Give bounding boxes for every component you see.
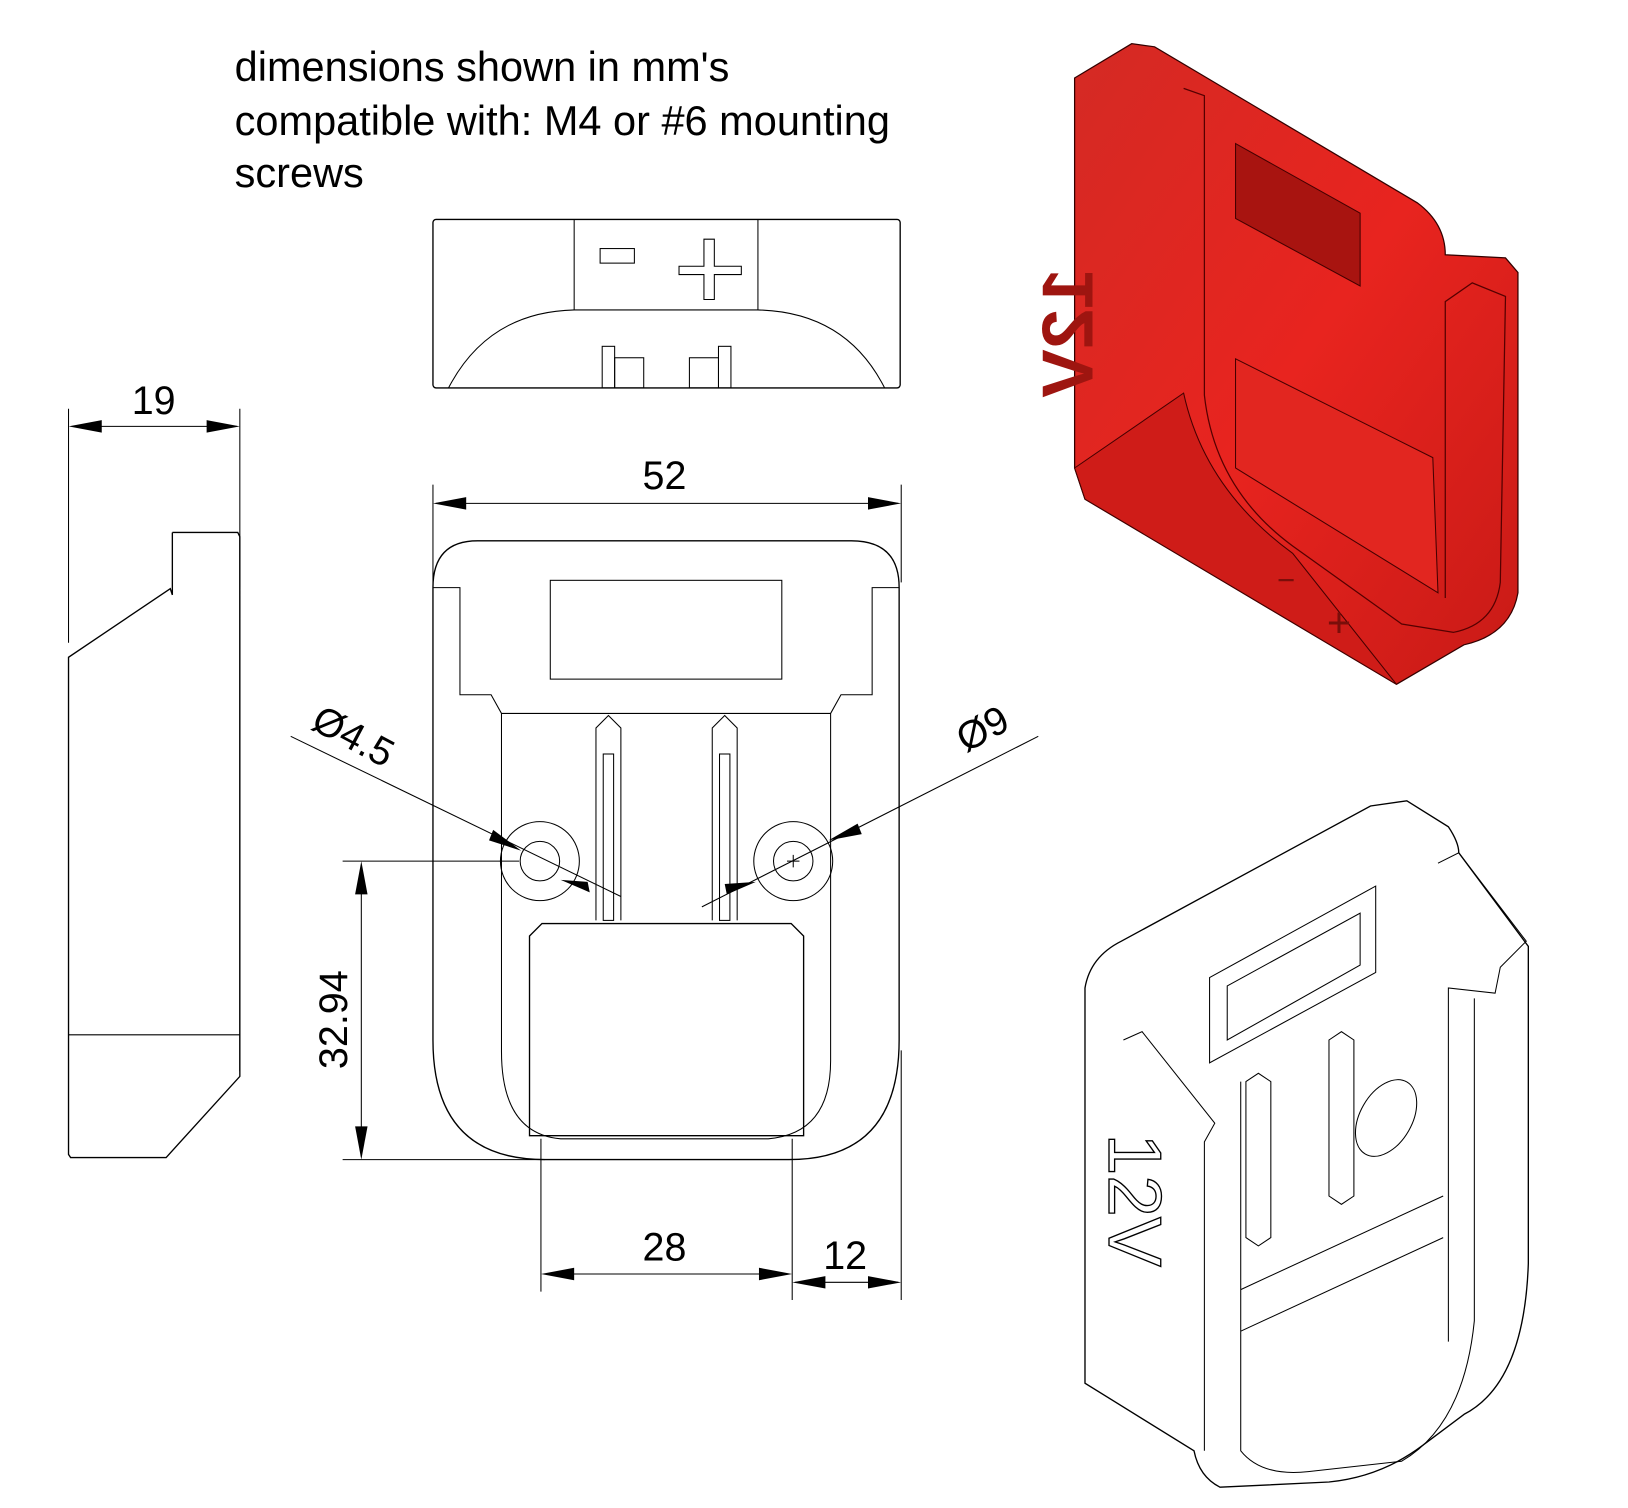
rendered-part-red: 12V − + <box>1027 43 1519 686</box>
dim-width: 52 <box>643 454 687 498</box>
minus-mark <box>599 248 635 264</box>
dim-tab-width: 28 <box>643 1225 687 1269</box>
top-view <box>432 218 901 389</box>
dim-large-hole: Ø9 <box>949 697 1016 761</box>
dim-depth: 19 <box>132 379 176 423</box>
dim-edge-offset: 12 <box>823 1234 867 1278</box>
plus-symbol-red: + <box>1327 598 1351 645</box>
voltage-label-red: 12V <box>1027 268 1108 397</box>
note-compatibility: compatible with: M4 or #6 mounting <box>235 97 890 144</box>
voltage-label-lineart: 12V <box>1093 1134 1177 1267</box>
minus-symbol-red: − <box>1277 563 1295 598</box>
note-compatibility-cont: screws <box>235 149 364 196</box>
dim-small-hole: Ø4.5 <box>305 697 401 776</box>
note-units: dimensions shown in mm's <box>235 43 730 90</box>
side-view: 19 <box>67 379 241 1159</box>
plus-mark <box>678 238 742 301</box>
dim-hole-height: 32.94 <box>312 970 356 1069</box>
rendered-part-lineart: 12V <box>1084 800 1530 1488</box>
mount-hole-right <box>753 821 834 902</box>
front-view: 52 Ø4.5 Ø9 32.94 28 <box>290 454 1039 1300</box>
